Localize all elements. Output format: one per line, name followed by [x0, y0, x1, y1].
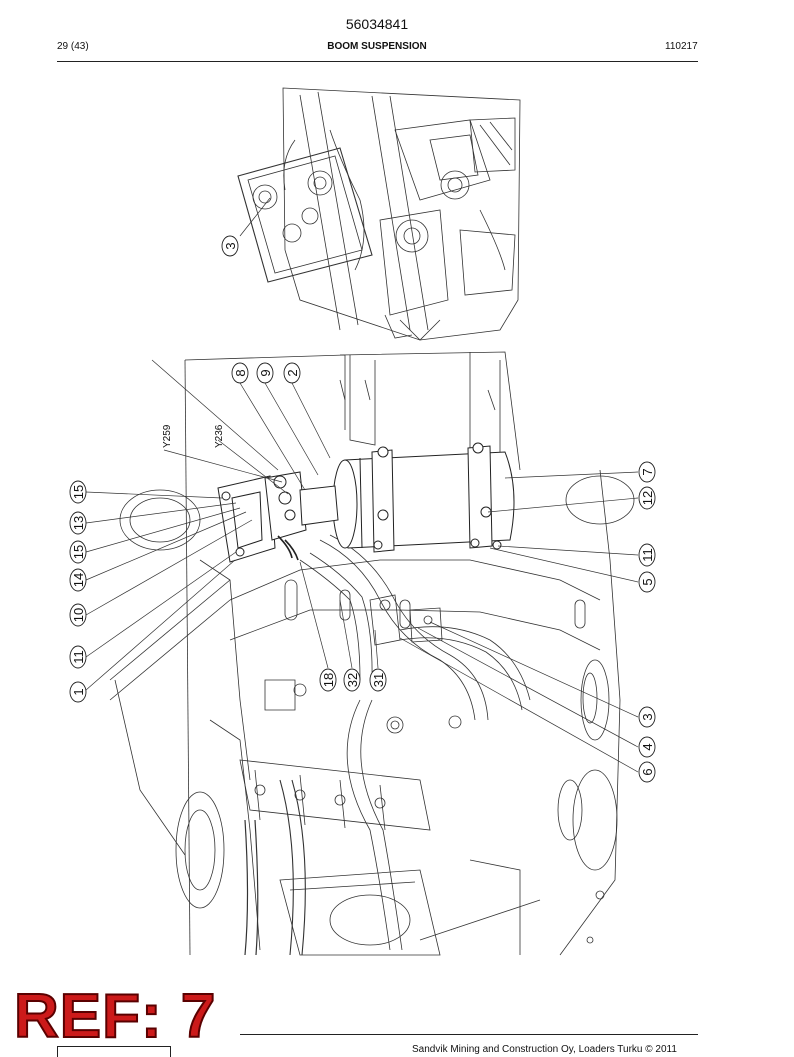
callout-main-1: 1	[69, 681, 87, 703]
callout-main-9: 9	[256, 362, 274, 384]
page-number: 29 (43)	[57, 41, 89, 52]
svg-text:6: 6	[640, 768, 655, 775]
signal-label-y236: Y236	[214, 424, 225, 448]
callout-main-15b: 15	[69, 540, 87, 564]
svg-text:3: 3	[640, 713, 655, 720]
callout-main-32: 32	[343, 668, 361, 692]
svg-text:15: 15	[71, 545, 86, 559]
svg-text:10: 10	[71, 608, 86, 622]
section-title: BOOM SUSPENSION	[327, 41, 427, 52]
svg-text:5: 5	[640, 578, 655, 585]
svg-text:14: 14	[71, 573, 86, 587]
callout-main-14: 14	[69, 568, 87, 592]
svg-text:32: 32	[345, 673, 360, 687]
footer-rule	[240, 1034, 698, 1035]
callout-main-13: 13	[69, 511, 87, 535]
svg-text:4: 4	[640, 743, 655, 750]
valve-block	[217, 471, 339, 563]
signal-label-y259: Y259	[162, 424, 173, 448]
leader-lines	[85, 359, 639, 773]
accumulator-cylinder	[332, 442, 515, 553]
callout-main-7: 7	[638, 461, 656, 483]
brand-logo-box	[57, 1046, 171, 1057]
callout-main-6: 6	[638, 761, 656, 783]
svg-text:1: 1	[71, 688, 86, 695]
callout-main-4: 4	[638, 736, 656, 758]
callout-main-18: 18	[319, 668, 337, 692]
top-detail-view	[237, 87, 521, 341]
svg-text:7: 7	[640, 468, 655, 475]
svg-text:31: 31	[371, 673, 386, 687]
callout-main-5: 5	[638, 571, 656, 593]
header-rule	[57, 61, 698, 62]
svg-text:11: 11	[640, 548, 655, 562]
svg-text:18: 18	[321, 673, 336, 687]
callout-main-2: 2	[283, 362, 301, 384]
callout-main-31: 31	[369, 668, 387, 692]
svg-text:9: 9	[258, 369, 273, 376]
svg-text:12: 12	[640, 491, 655, 505]
document-number: 56034841	[345, 16, 409, 32]
svg-text:8: 8	[233, 369, 248, 376]
callout-main-3: 3	[638, 706, 656, 728]
callout-main-12: 12	[638, 486, 656, 510]
callout-main-8: 8	[231, 362, 249, 384]
footer-copyright: Sandvik Mining and Construction Oy, Load…	[412, 1044, 677, 1055]
ref-stamp: REF: 7	[13, 982, 217, 1051]
svg-text:15: 15	[71, 485, 86, 499]
callout-top-3: 3	[221, 197, 271, 257]
svg-text:11: 11	[71, 650, 86, 664]
svg-text:13: 13	[71, 516, 86, 530]
svg-text:2: 2	[285, 369, 300, 376]
callout-main-11a: 11	[69, 645, 87, 669]
svg-text:3: 3	[223, 242, 238, 249]
callout-main-11b: 11	[638, 543, 656, 567]
main-assembly-view	[109, 351, 635, 956]
revision-code: 110217	[665, 41, 698, 52]
callout-main-15a: 15	[69, 480, 87, 504]
callout-main-10: 10	[69, 603, 87, 627]
